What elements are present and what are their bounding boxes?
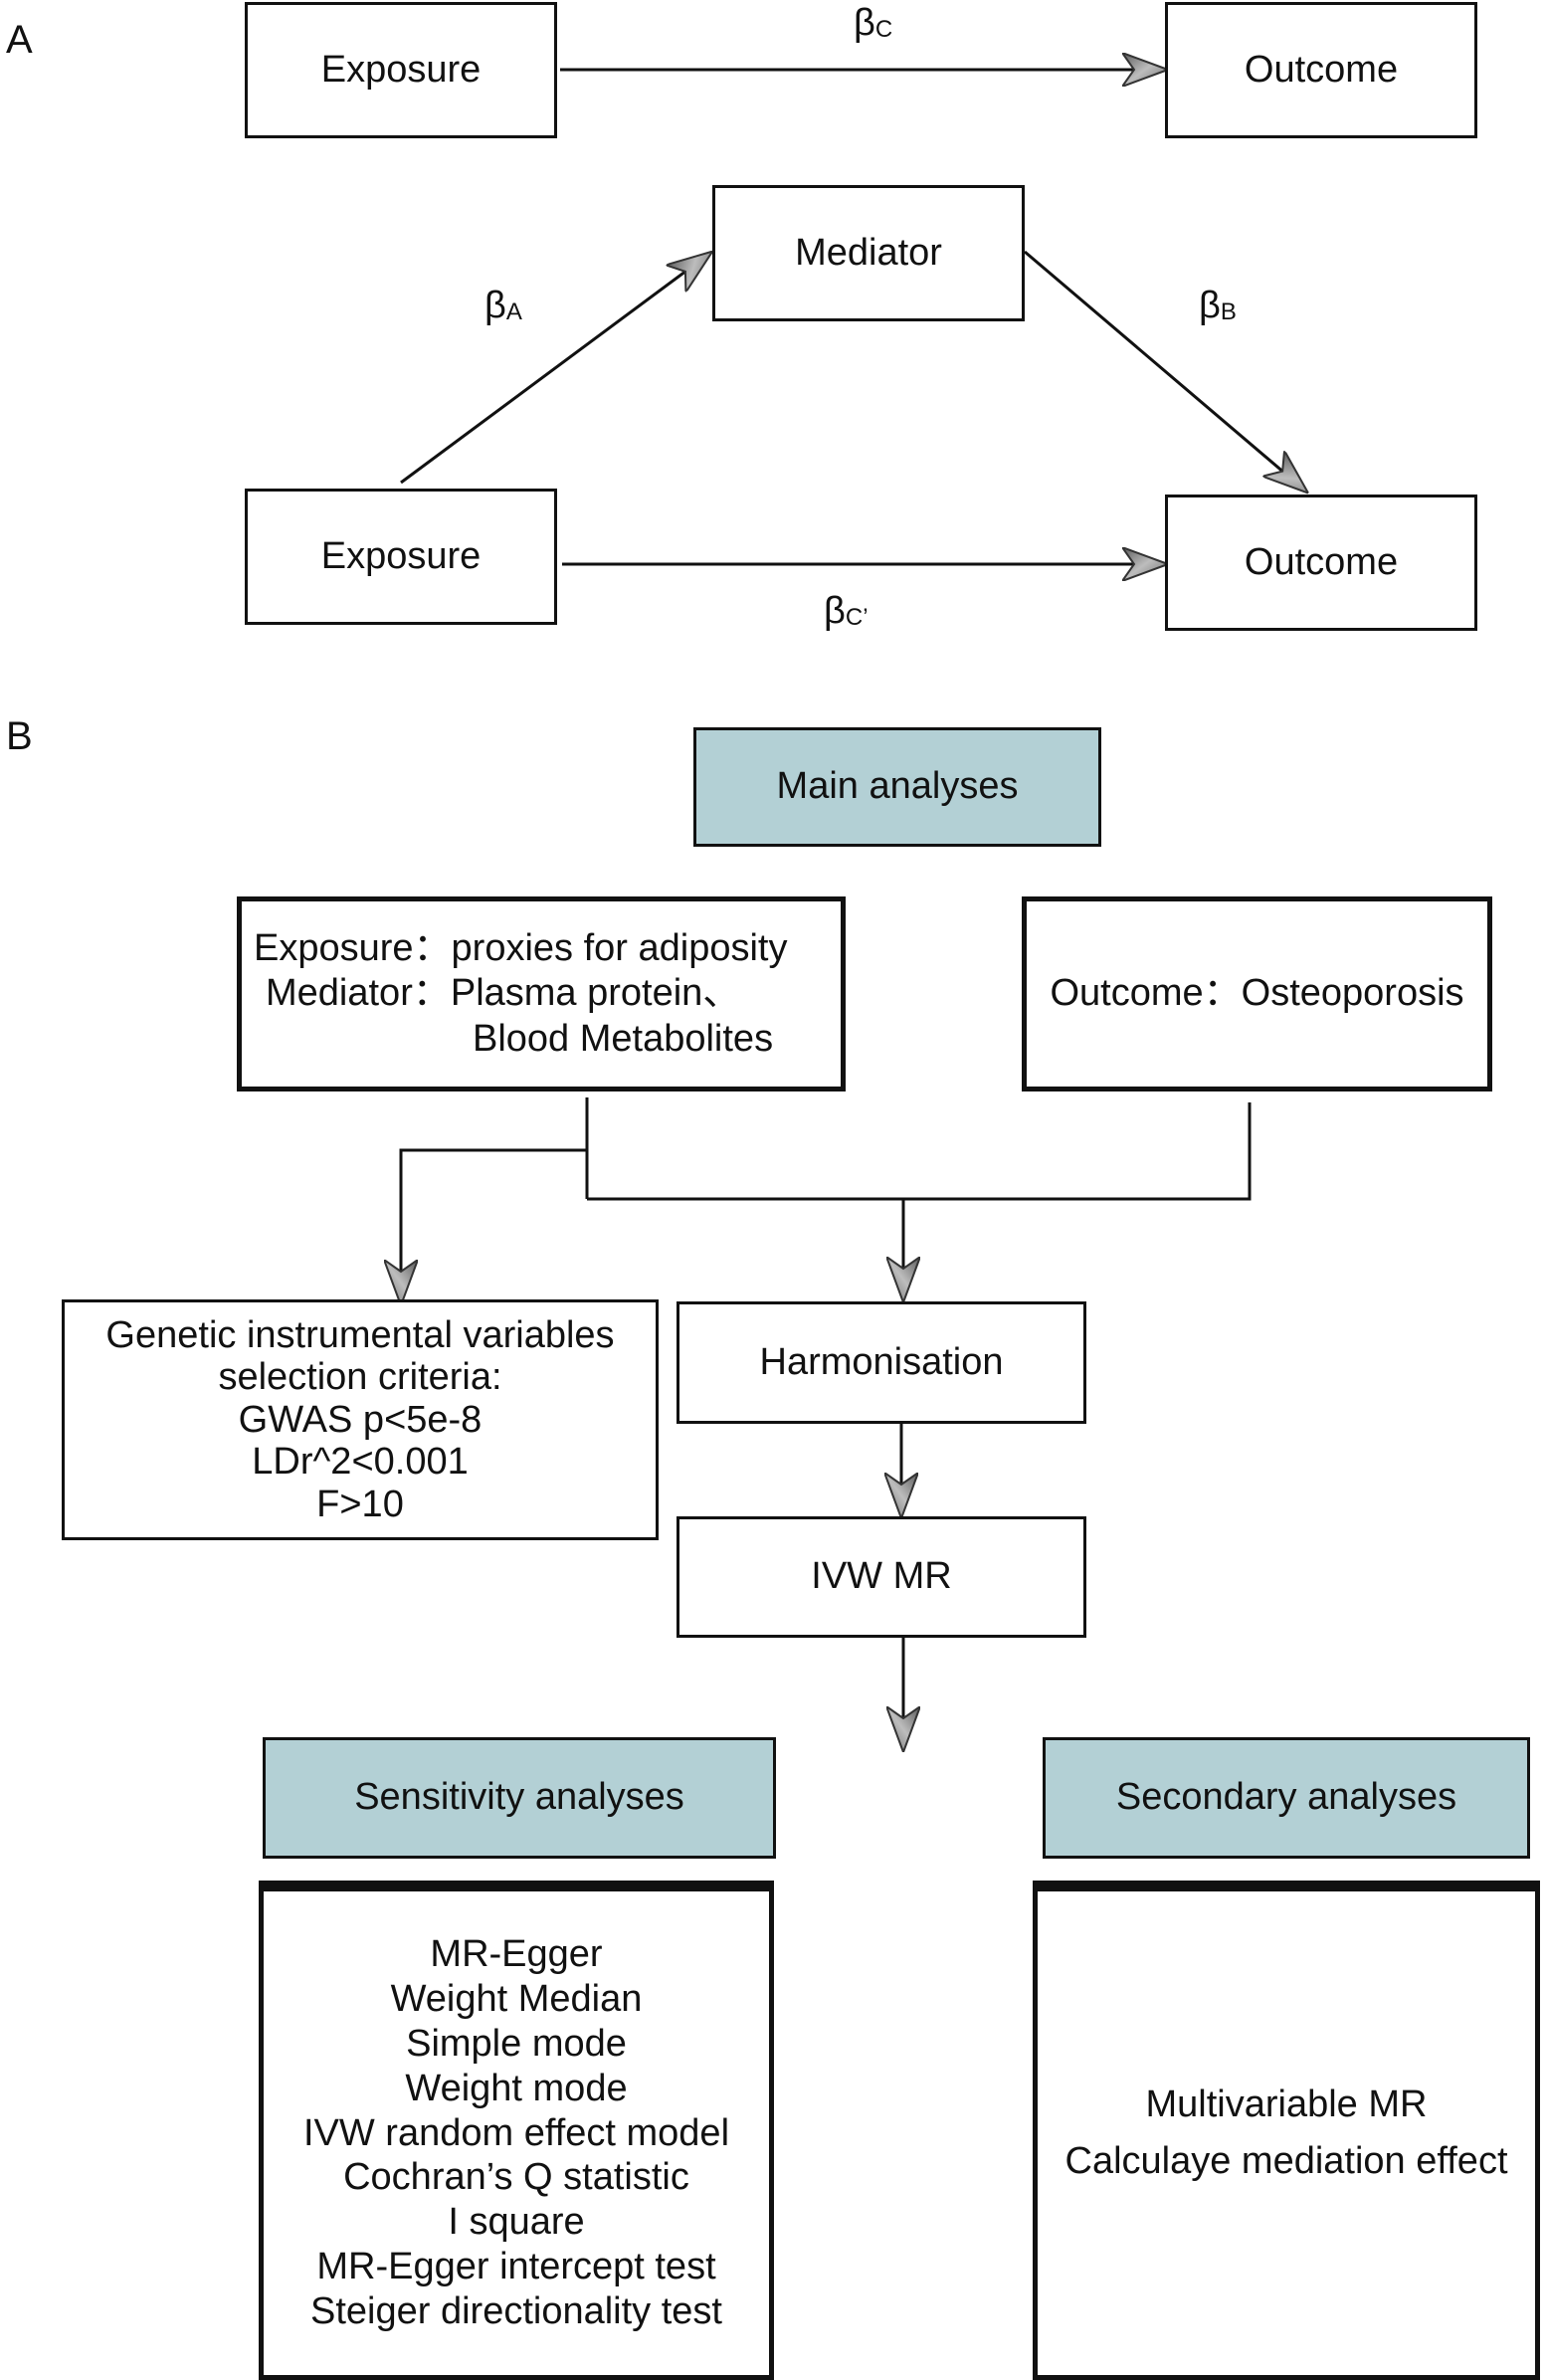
exposure-box-mediation: Exposure <box>245 489 557 625</box>
sensitivity-item: MR-Egger <box>430 1933 603 1976</box>
sensitivity-analyses-header: Sensitivity analyses <box>263 1737 776 1859</box>
panel-a-label: A <box>6 18 33 62</box>
mediator-line-2: Blood Metabolites <box>473 1017 774 1060</box>
secondary-item: Multivariable MR <box>1145 2083 1428 2125</box>
exposure-box-top: Exposure <box>245 2 557 138</box>
sensitivity-item: Simple mode <box>406 2022 627 2065</box>
arrow-mediator-to-outcome <box>1024 250 1305 491</box>
outcome-box-mediation: Outcome <box>1165 495 1477 631</box>
beta-b-label: βB <box>1199 285 1237 326</box>
harmonisation-box: Harmonisation <box>677 1301 1086 1424</box>
sensitivity-item: Steiger directionality test <box>310 2289 722 2332</box>
secondary-item: Calculaye mediation effect <box>1064 2140 1508 2182</box>
genetic-line-1: Genetic instrumental variables <box>105 1313 615 1356</box>
outcome-osteoporosis-box: Outcome：Osteoporosis <box>1022 896 1492 1091</box>
secondary-analyses-header: Secondary analyses <box>1043 1737 1530 1859</box>
exposure-mediator-box: Exposure：proxies for adiposity Mediator：… <box>237 896 846 1091</box>
outcome-box-top: Outcome <box>1165 2 1477 138</box>
connector-outcome-box-down <box>587 1102 1252 1201</box>
genetic-line-3: GWAS p<5e-8 <box>238 1398 483 1441</box>
sensitivity-item: Weight Median <box>390 1978 643 2021</box>
genetic-line-5: F>10 <box>316 1483 404 1525</box>
beta-a-label: βA <box>484 285 522 326</box>
exposure-line: Exposure：proxies for adiposity <box>254 926 788 969</box>
sensitivity-item: Cochran’s Q statistic <box>343 2156 689 2199</box>
sensitivity-item: Weight mode <box>405 2067 628 2109</box>
panel-b-label: B <box>6 714 33 758</box>
secondary-methods-box: Multivariable MR Calculaye mediation eff… <box>1033 1881 1540 2380</box>
ivw-mr-box: IVW MR <box>677 1516 1086 1638</box>
sensitivity-item: IVW random effect model <box>302 2111 730 2154</box>
genetic-line-4: LDr^2<0.001 <box>252 1441 469 1484</box>
beta-c-label: βC <box>854 2 893 44</box>
sensitivity-methods-box: MR-Egger Weight Median Simple mode Weigh… <box>259 1881 774 2380</box>
main-analyses-header: Main analyses <box>693 727 1101 847</box>
beta-c-prime-label: βC’ <box>824 590 869 632</box>
genetic-criteria-box: Genetic instrumental variables selection… <box>62 1299 659 1540</box>
arrow-exposure-to-mediator <box>400 254 709 485</box>
arrow-to-genetic-box <box>401 1148 587 1301</box>
genetic-line-2: selection criteria: <box>218 1356 502 1399</box>
sensitivity-item: I square <box>448 2201 585 2244</box>
sensitivity-item: MR-Egger intercept test <box>316 2246 716 2288</box>
mediator-line: Mediator：Plasma protein、 <box>266 972 741 1015</box>
mediator-box: Mediator <box>712 185 1025 321</box>
